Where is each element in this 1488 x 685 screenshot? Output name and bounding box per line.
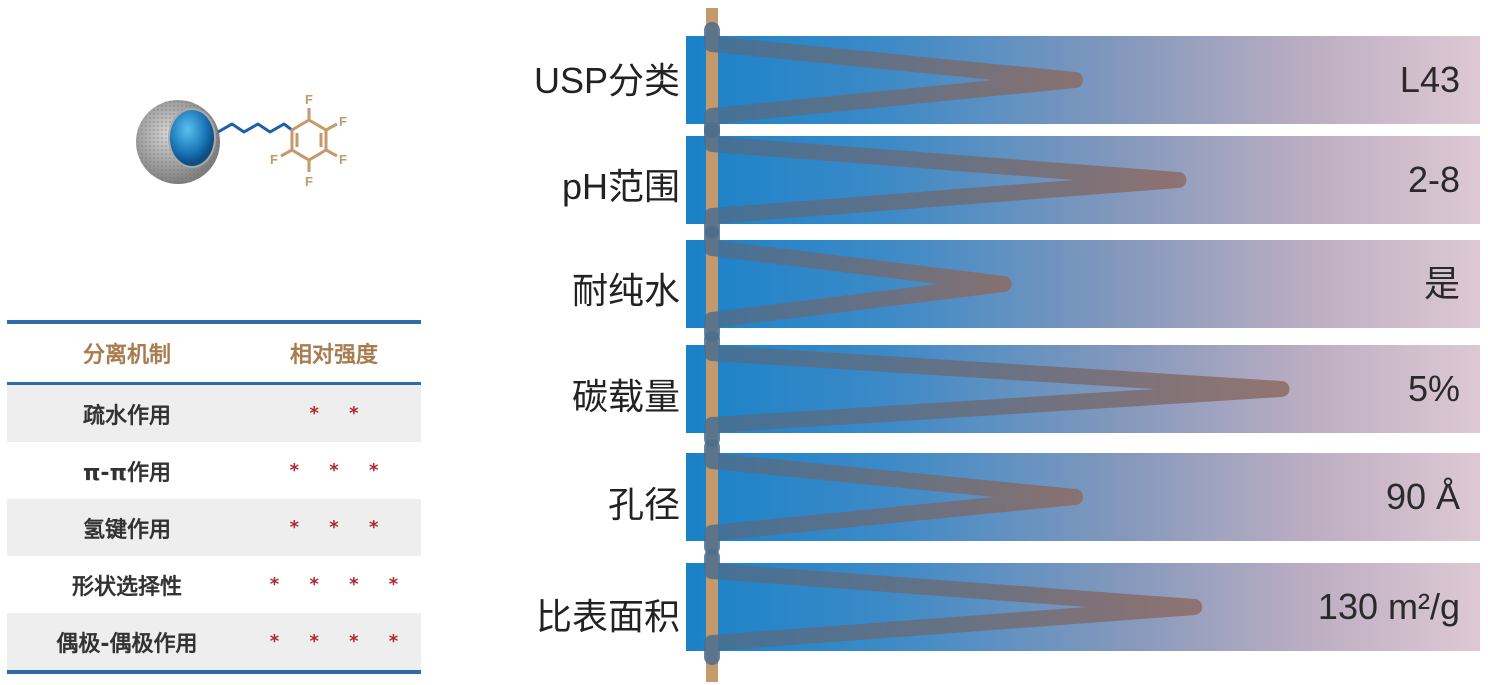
mechanism-cell: 氢键作用 [82,517,171,543]
mechanism-cell: 疏水作用 [82,403,171,429]
mechanism-cell: 偶极-偶极作用 [56,631,198,657]
property-value-water: 是 [1423,263,1460,304]
property-bar-ph: 2-8 [686,136,1480,224]
table-row: 偶极-偶极作用 * * * * [7,613,421,670]
table-row: 形状选择性 * * * * [7,556,421,613]
table-header: 分离机制 相对强度 [7,324,421,385]
property-bar-pore: 90 Å [686,453,1480,541]
fluorine-label: F [339,152,347,167]
strength-stars: * * * [289,517,391,538]
property-value-usp: L43 [1399,59,1460,100]
property-label-usp: USP分类 [533,60,680,101]
property-value-pore: 90 Å [1385,476,1460,517]
fluorine-label: F [305,174,313,189]
table-row: 疏水作用 * * [7,385,421,442]
table-row: 氢键作用 * * * [7,499,421,556]
separation-mechanism-table: 分离机制 相对强度 疏水作用 * * π-π作用 * * * 氢键作用 * * … [7,320,421,674]
table-row: π-π作用 * * * [7,442,421,499]
strength-stars: * * * [289,460,391,481]
header-strength: 相对强度 [289,343,378,368]
strength-stars: * * * * [269,574,411,595]
strength-stars: * * [309,403,371,424]
property-bar-water: 是 [686,240,1480,328]
property-value-ph: 2-8 [1407,159,1460,200]
mechanism-cell: 形状选择性 [71,574,182,600]
fluorine-label: F [305,92,313,107]
property-value-surface: 130 m²/g [1317,586,1460,627]
property-label-carbon: 碳载量 [571,376,680,417]
property-label-ph: pH范围 [561,166,680,207]
pentafluorophenyl-particle-diagram: F F F F F [136,92,347,189]
fluorine-label: F [270,152,278,167]
alkyl-linker-chain [217,122,293,134]
property-bar-usp: L43 [686,36,1480,124]
table-bottom-rule [7,670,421,674]
silica-particle [136,100,220,184]
fluorine-label: F [339,114,347,129]
property-value-carbon: 5% [1407,368,1460,409]
table-top-rule [7,320,421,324]
property-bar-carbon: 5% [686,345,1480,433]
strength-stars: * * * * [269,631,411,652]
property-label-pore: 孔径 [607,484,680,525]
property-label-surface: 比表面积 [535,596,680,637]
header-mechanism: 分离机制 [82,343,171,368]
pentafluorophenyl-ring [280,108,338,172]
mechanism-cell: π-π作用 [83,460,171,486]
property-label-water: 耐纯水 [571,270,680,311]
property-bar-surface: 130 m²/g [686,563,1480,651]
